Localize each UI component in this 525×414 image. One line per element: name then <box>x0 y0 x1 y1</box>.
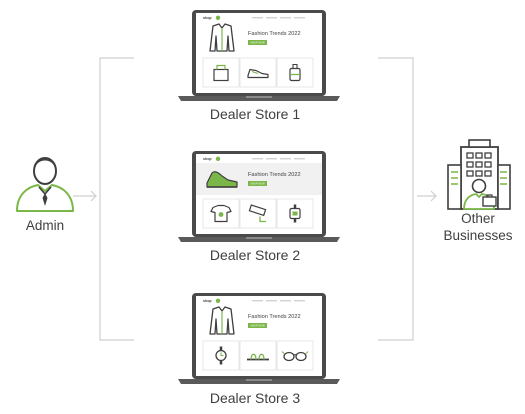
business-building-icon <box>447 139 511 210</box>
wristwatch-icon <box>215 346 227 365</box>
store-logo: shop <box>203 299 212 303</box>
nav-link-placeholder <box>252 17 263 19</box>
shop-now-label: SHOP NOW <box>250 324 265 328</box>
admin-label: Admin <box>25 218 65 233</box>
luggage-icon <box>289 63 301 82</box>
store-logo: shop <box>203 16 212 20</box>
laptop-notch <box>246 379 272 381</box>
nav-link-placeholder <box>266 300 277 302</box>
nav-link-placeholder <box>266 17 277 19</box>
smartwatch-icon <box>289 204 301 223</box>
shoe-icon <box>247 68 269 79</box>
handbag-icon <box>213 64 229 82</box>
admin-arrow-icon <box>90 190 97 202</box>
store-logo-mark-icon <box>215 298 221 303</box>
other-businesses-line1: Other <box>461 211 495 226</box>
product-tile <box>202 57 240 88</box>
product-tile <box>276 57 314 88</box>
nav-link-placeholder <box>294 17 305 19</box>
dealer-store-1-label: Dealer Store 1 <box>209 106 301 122</box>
right-bracket-line <box>378 57 414 341</box>
store-logo-mark-icon <box>215 15 221 20</box>
nav-link-placeholder <box>252 300 263 302</box>
cctv-camera-icon <box>248 204 267 223</box>
dealer-store-3-label: Dealer Store 3 <box>209 390 301 406</box>
admin-icon <box>16 157 74 212</box>
store-logo-mark-icon <box>215 156 221 161</box>
jacket-icon <box>209 23 235 52</box>
sunglasses-icon <box>281 351 309 362</box>
nav-link-placeholder <box>294 300 305 302</box>
shop-now-label: SHOP NOW <box>250 182 265 186</box>
nav-link-placeholder <box>280 300 291 302</box>
nav-link-placeholder <box>252 158 263 160</box>
other-businesses-line2: Businesses <box>443 228 513 243</box>
product-tile <box>239 57 277 88</box>
nav-link-placeholder <box>280 158 291 160</box>
nav-link-placeholder <box>294 158 305 160</box>
product-tile <box>276 340 314 371</box>
shop-now-button <box>248 323 267 328</box>
store-logo: shop <box>203 157 212 161</box>
shop-now-label: SHOP NOW <box>250 41 265 45</box>
jacket-icon <box>209 306 235 335</box>
dealer-store-2-label: Dealer Store 2 <box>209 247 301 263</box>
laptop-notch <box>246 237 272 239</box>
laptop-notch <box>246 96 272 98</box>
hero-title: Fashion Trends 2022 <box>248 314 301 320</box>
hero-title: Fashion Trends 2022 <box>248 172 301 178</box>
connector-lines <box>73 57 437 341</box>
shop-now-button <box>248 40 267 45</box>
hero-title: Fashion Trends 2022 <box>248 31 301 37</box>
laptop-base <box>178 96 340 101</box>
laptop-base <box>178 379 340 384</box>
left-bracket-line <box>99 57 134 341</box>
sneaker-icon <box>206 171 238 188</box>
nav-link-placeholder <box>266 158 277 160</box>
product-tile <box>239 340 277 371</box>
nav-link-placeholder <box>280 17 291 19</box>
sandal-icon <box>247 353 269 361</box>
business-arrow-icon <box>430 190 437 202</box>
laptop-base <box>178 237 340 242</box>
tshirt-icon <box>210 204 232 223</box>
shop-now-button <box>248 181 267 186</box>
